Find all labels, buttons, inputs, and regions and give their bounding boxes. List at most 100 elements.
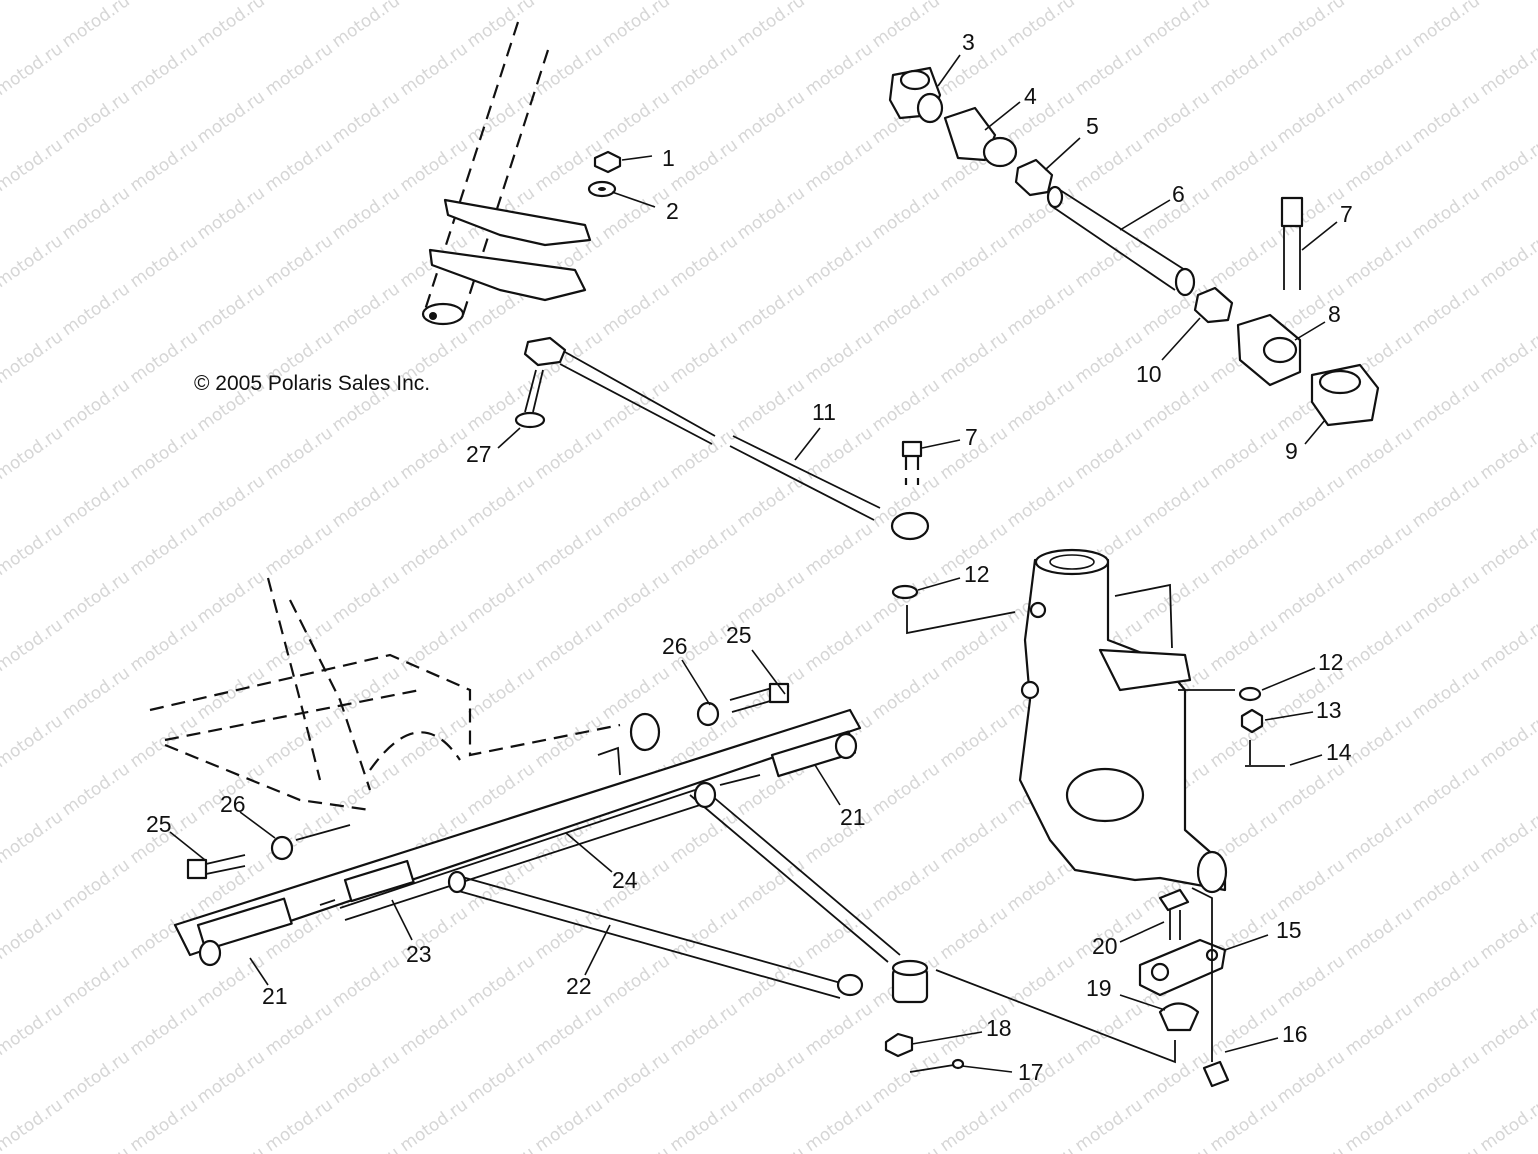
watermark-text: motod.ru (936, 231, 1011, 292)
watermark-text: motod.ru (801, 519, 876, 580)
watermark-text: motod.ru (126, 327, 201, 388)
watermark-text: motod.ru (598, 279, 673, 340)
steering-knuckle-drawing (1018, 548, 1228, 894)
watermark-text: motod.ru (801, 1095, 876, 1154)
watermark-text: motod.ru (1206, 519, 1281, 580)
watermark-text: motod.ru (1273, 1143, 1348, 1154)
watermark-text: motod.ru (598, 0, 673, 52)
callout-1: 1 (662, 145, 675, 171)
watermark-text: motod.ru (1476, 423, 1538, 484)
watermark-text: motod.ru (1408, 951, 1483, 1012)
watermark-text: motod.ru (666, 519, 741, 580)
watermark-text: motod.ru (1341, 135, 1416, 196)
watermark-text: motod.ru (801, 327, 876, 388)
watermark-text: motod.ru (193, 1143, 268, 1154)
watermark-text: motod.ru (1273, 855, 1348, 916)
watermark-text: motod.ru (936, 327, 1011, 388)
callout-4: 4 (1024, 83, 1037, 109)
callout-22: 22 (566, 973, 592, 999)
watermark-text: motod.ru (0, 999, 67, 1060)
watermark-text: motod.ru (396, 711, 471, 772)
watermark-text: motod.ru (1476, 1095, 1538, 1154)
watermark-text: motod.ru (1341, 807, 1416, 868)
watermark-text: motod.ru (1071, 1095, 1146, 1154)
watermark-text: motod.ru (396, 0, 471, 4)
watermark-text: motod.ru (936, 615, 1011, 676)
watermark-text: motod.ru (1476, 711, 1538, 772)
watermark-text: motod.ru (193, 183, 268, 244)
callout-5: 5 (1086, 113, 1099, 139)
callout-18: 18 (986, 1015, 1012, 1041)
watermark-text: motod.ru (1408, 0, 1483, 52)
watermark-text: motod.ru (126, 39, 201, 100)
watermark-text: motod.ru (1341, 999, 1416, 1060)
callout-26-right: 26 (662, 633, 688, 659)
watermark-text: motod.ru (666, 999, 741, 1060)
callout-3: 3 (962, 29, 975, 55)
watermark-text: motod.ru (58, 471, 133, 532)
watermark-text: motod.ru (1003, 0, 1078, 52)
watermark-text: motod.ru (126, 711, 201, 772)
watermark-text: motod.ru (1273, 759, 1348, 820)
watermark-text: motod.ru (868, 759, 943, 820)
watermark-text: motod.ru (261, 0, 336, 4)
callout-10: 10 (1136, 361, 1162, 387)
watermark-text: motod.ru (126, 519, 201, 580)
watermark-text: motod.ru (666, 327, 741, 388)
watermark-text: motod.ru (261, 519, 336, 580)
watermark-text: motod.ru (58, 951, 133, 1012)
watermark-text: motod.ru (193, 1047, 268, 1108)
watermark-text: motod.ru (666, 39, 741, 100)
watermark-text: motod.ru (1206, 39, 1281, 100)
watermark-text: motod.ru (1003, 855, 1078, 916)
watermark-text: motod.ru (193, 567, 268, 628)
watermark-text: motod.ru (58, 183, 133, 244)
watermark-text: motod.ru (1138, 1143, 1213, 1154)
bolt-7-small-drawing (901, 440, 923, 485)
watermark-text: motod.ru (396, 135, 471, 196)
callout-6: 6 (1172, 181, 1185, 207)
watermark-text: motod.ru (463, 951, 538, 1012)
watermark-text: motod.ru (58, 87, 133, 148)
watermark-text: motod.ru (193, 87, 268, 148)
callout-21-left: 21 (262, 983, 288, 1009)
callout-9: 9 (1285, 438, 1298, 464)
watermark-text: motod.ru (936, 807, 1011, 868)
watermark-text: motod.ru (1273, 471, 1348, 532)
watermark-text: motod.ru (126, 231, 201, 292)
watermark-text: motod.ru (666, 0, 741, 4)
watermark-text: motod.ru (1273, 1047, 1348, 1108)
watermark-text: motod.ru (868, 279, 943, 340)
watermark-text: motod.ru (1476, 807, 1538, 868)
watermark-text: motod.ru (1273, 87, 1348, 148)
watermark-text: motod.ru (1408, 183, 1483, 244)
watermark-text: motod.ru (396, 39, 471, 100)
watermark-text: motod.ru (1341, 423, 1416, 484)
nut-1-drawing (593, 150, 622, 174)
watermark-text: motod.ru (396, 615, 471, 676)
watermark-text: motod.ru (0, 0, 67, 4)
watermark-text: motod.ru (1408, 279, 1483, 340)
watermark-text: motod.ru (328, 183, 403, 244)
watermark-text: motod.ru (126, 615, 201, 676)
watermark-text: motod.ru (733, 183, 808, 244)
watermark-text: motod.ru (261, 711, 336, 772)
callout-20: 20 (1092, 933, 1118, 959)
watermark-text: motod.ru (531, 423, 606, 484)
watermark-text: motod.ru (1071, 135, 1146, 196)
watermark-text: motod.ru (0, 231, 67, 292)
watermark-text: motod.ru (1003, 1143, 1078, 1154)
watermark-text: motod.ru (666, 1095, 741, 1154)
watermark-text: motod.ru (1071, 999, 1146, 1060)
watermark-text: motod.ru (58, 855, 133, 916)
watermark-text: motod.ru (328, 87, 403, 148)
watermark-text: motod.ru (193, 663, 268, 724)
tie-rod-11-drawing (523, 336, 930, 541)
watermark-text: motod.ru (1206, 999, 1281, 1060)
watermark-text: motod.ru (598, 663, 673, 724)
watermark-text: motod.ru (58, 567, 133, 628)
callout-25-left: 25 (146, 811, 172, 837)
watermark-text: motod.ru (0, 711, 67, 772)
watermark-text: motod.ru (801, 0, 876, 4)
